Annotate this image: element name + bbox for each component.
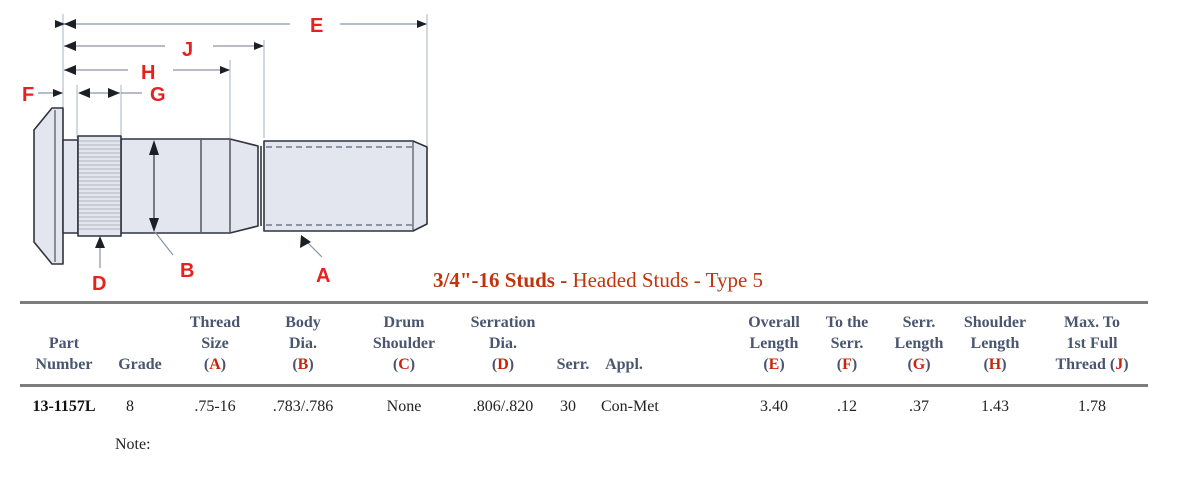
cell-part-number: 13-1157L <box>32 398 96 415</box>
cell-shoulder-length: 1.43 <box>981 398 1009 415</box>
cell-overall-length: 3.40 <box>760 398 788 415</box>
cell-drum-shoulder: None <box>386 398 422 415</box>
cell-serr-length: .37 <box>909 398 929 415</box>
svg-text:A: A <box>316 265 330 287</box>
title-rest: Headed Studs - Type 5 <box>567 268 764 292</box>
cell-appl: Con-Met <box>601 398 659 415</box>
cell-serration-dia: .806/.820 <box>472 398 534 415</box>
header-grade: Grade <box>118 356 162 373</box>
header-appl: Appl. <box>605 356 643 373</box>
table-header-rule <box>20 384 1148 387</box>
svg-text:F: F <box>22 84 34 106</box>
note-label: Note: <box>115 436 151 453</box>
cell-grade: 8 <box>126 398 134 415</box>
svg-text:G: G <box>150 84 166 106</box>
svg-text:E: E <box>310 15 323 37</box>
svg-text:B: B <box>180 260 194 282</box>
svg-text:D: D <box>92 273 106 295</box>
cell-body-dia: .783/.786 <box>272 398 334 415</box>
svg-text:H: H <box>141 62 155 84</box>
cell-max-to-first-full-thread: 1.78 <box>1078 398 1106 415</box>
stud-diagram: E J H G F D B A <box>22 14 428 295</box>
title-bold: 3/4"-16 Studs - <box>433 268 568 292</box>
cell-to-the-serr: .12 <box>837 398 857 415</box>
svg-text:J: J <box>182 39 193 61</box>
section-title: 3/4"-16 Studs - Headed Studs - Type 5 <box>433 268 763 293</box>
cell-serr: 30 <box>560 398 576 415</box>
cell-thread-size: .75-16 <box>194 398 236 415</box>
header-serr: Serr. <box>556 356 590 373</box>
header-serr-length: Serr.Length (G) <box>894 314 944 373</box>
table-top-rule <box>20 301 1148 304</box>
